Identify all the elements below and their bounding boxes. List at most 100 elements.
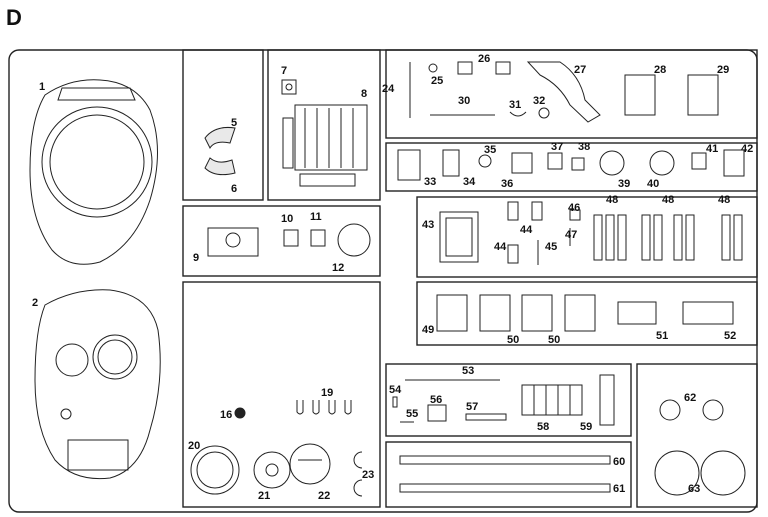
- label-part-12: 12: [332, 262, 344, 274]
- part-44a-shape-right: [531, 201, 543, 221]
- shell: [641, 214, 651, 261]
- label-part-49: 49: [422, 324, 434, 336]
- cell-60-61: [385, 441, 632, 508]
- turret-ring-outer: [41, 106, 153, 218]
- label-part-54: 54: [389, 384, 402, 396]
- part-50a-shape-2: [521, 294, 553, 332]
- hook: [328, 400, 336, 415]
- part-19-hooks: [296, 400, 352, 415]
- cell-62-63: [636, 363, 758, 508]
- part-9-hub: [225, 232, 241, 248]
- grille-side: [282, 117, 294, 169]
- label-part-44-lower: 44: [494, 241, 507, 253]
- label-part-24: 24: [382, 83, 395, 95]
- floor-slot: [67, 439, 129, 471]
- part-36-shape: [511, 152, 533, 174]
- cell-43-48: [416, 196, 758, 278]
- label-part-19: 19: [321, 387, 333, 399]
- label-part-52: 52: [724, 330, 736, 342]
- part-11-shape: [310, 229, 326, 247]
- floor-port-right-inner: [97, 339, 133, 375]
- cell-16-23: [182, 281, 381, 508]
- part-31-shape: [509, 111, 527, 117]
- grille-bottom: [299, 173, 356, 187]
- label-part-35: 35: [484, 144, 496, 156]
- hook: [312, 400, 320, 415]
- part-48c-shells: [721, 214, 743, 261]
- shell: [685, 214, 695, 261]
- part-38-shape: [571, 157, 585, 171]
- part-26-shape-b: [495, 61, 511, 75]
- label-part-38: 38: [578, 141, 590, 153]
- label-part-30: 30: [458, 95, 470, 107]
- cell-53-59: [385, 363, 632, 437]
- label-part-32: 32: [533, 95, 545, 107]
- part-10-shape: [283, 229, 299, 247]
- part-44a-shape-left: [507, 201, 519, 221]
- floor-stud: [60, 408, 72, 420]
- label-part-48-b: 48: [662, 194, 674, 206]
- part-7-hole: [285, 83, 293, 91]
- label-part-11: 11: [310, 211, 322, 223]
- turret-roof-outline: [29, 79, 158, 265]
- turret-floor-outline: [34, 289, 161, 480]
- label-part-41: 41: [706, 143, 718, 155]
- label-part-9: 9: [193, 252, 199, 264]
- label-part-34: 34: [463, 176, 476, 188]
- cell-49-52: [416, 281, 758, 346]
- cell-33-42: [385, 142, 758, 192]
- label-part-20: 20: [188, 440, 200, 452]
- part-60-barrel: [399, 455, 611, 465]
- hook: [344, 400, 352, 415]
- sprue-letter: D: [6, 5, 22, 30]
- part-25-shape: [428, 63, 438, 73]
- part-58-tracks: [521, 384, 583, 416]
- label-part-26: 26: [478, 53, 490, 65]
- part-44b-shape: [507, 244, 519, 264]
- part-26-shape-a: [457, 61, 473, 75]
- label-part-1: 1: [39, 81, 45, 93]
- part-21-hub: [265, 463, 279, 477]
- part-54-shape: [392, 396, 398, 408]
- grille-frame: [294, 104, 368, 171]
- label-part-22: 22: [318, 490, 330, 502]
- sprue-frame: [8, 49, 758, 513]
- shell: [593, 214, 603, 261]
- part-21-gear: [253, 451, 291, 489]
- part-41-shape: [691, 152, 707, 170]
- part-57-shape: [465, 413, 507, 421]
- part-20-ring-outer: [190, 445, 240, 495]
- label-part-8: 8: [361, 88, 367, 100]
- shell: [733, 214, 743, 261]
- part-34-shape: [442, 149, 460, 177]
- part-40-shape: [649, 150, 675, 176]
- floor-port-right-outer: [92, 334, 138, 380]
- shell: [721, 214, 731, 261]
- part-42-shape: [723, 149, 745, 177]
- shell: [605, 214, 615, 261]
- label-part-33: 33: [424, 176, 436, 188]
- label-part-37: 37: [551, 141, 563, 153]
- label-part-51: 51: [656, 330, 668, 342]
- label-part-10: 10: [281, 213, 293, 225]
- floor-port-left: [55, 343, 89, 377]
- label-part-50-b: 50: [548, 334, 560, 346]
- part-50b-shape: [564, 294, 596, 332]
- label-part-48-c: 48: [718, 194, 730, 206]
- part-23-clip-bottom: [353, 479, 363, 497]
- label-part-60: 60: [613, 456, 625, 468]
- label-part-6: 6: [231, 183, 237, 195]
- part-27-shape: [526, 61, 601, 123]
- cell-9-12: [182, 205, 381, 277]
- hook: [296, 400, 304, 415]
- label-part-48-a: 48: [606, 194, 618, 206]
- part-48a-shells: [593, 214, 627, 261]
- label-part-31: 31: [509, 99, 521, 111]
- cell-7-8: [267, 49, 381, 201]
- part-59-shape: [599, 374, 615, 426]
- part-49-shape: [436, 294, 468, 332]
- part-7-shape: [281, 79, 297, 95]
- label-part-50-a: 50: [507, 334, 519, 346]
- part-20-ring-inner: [196, 451, 234, 489]
